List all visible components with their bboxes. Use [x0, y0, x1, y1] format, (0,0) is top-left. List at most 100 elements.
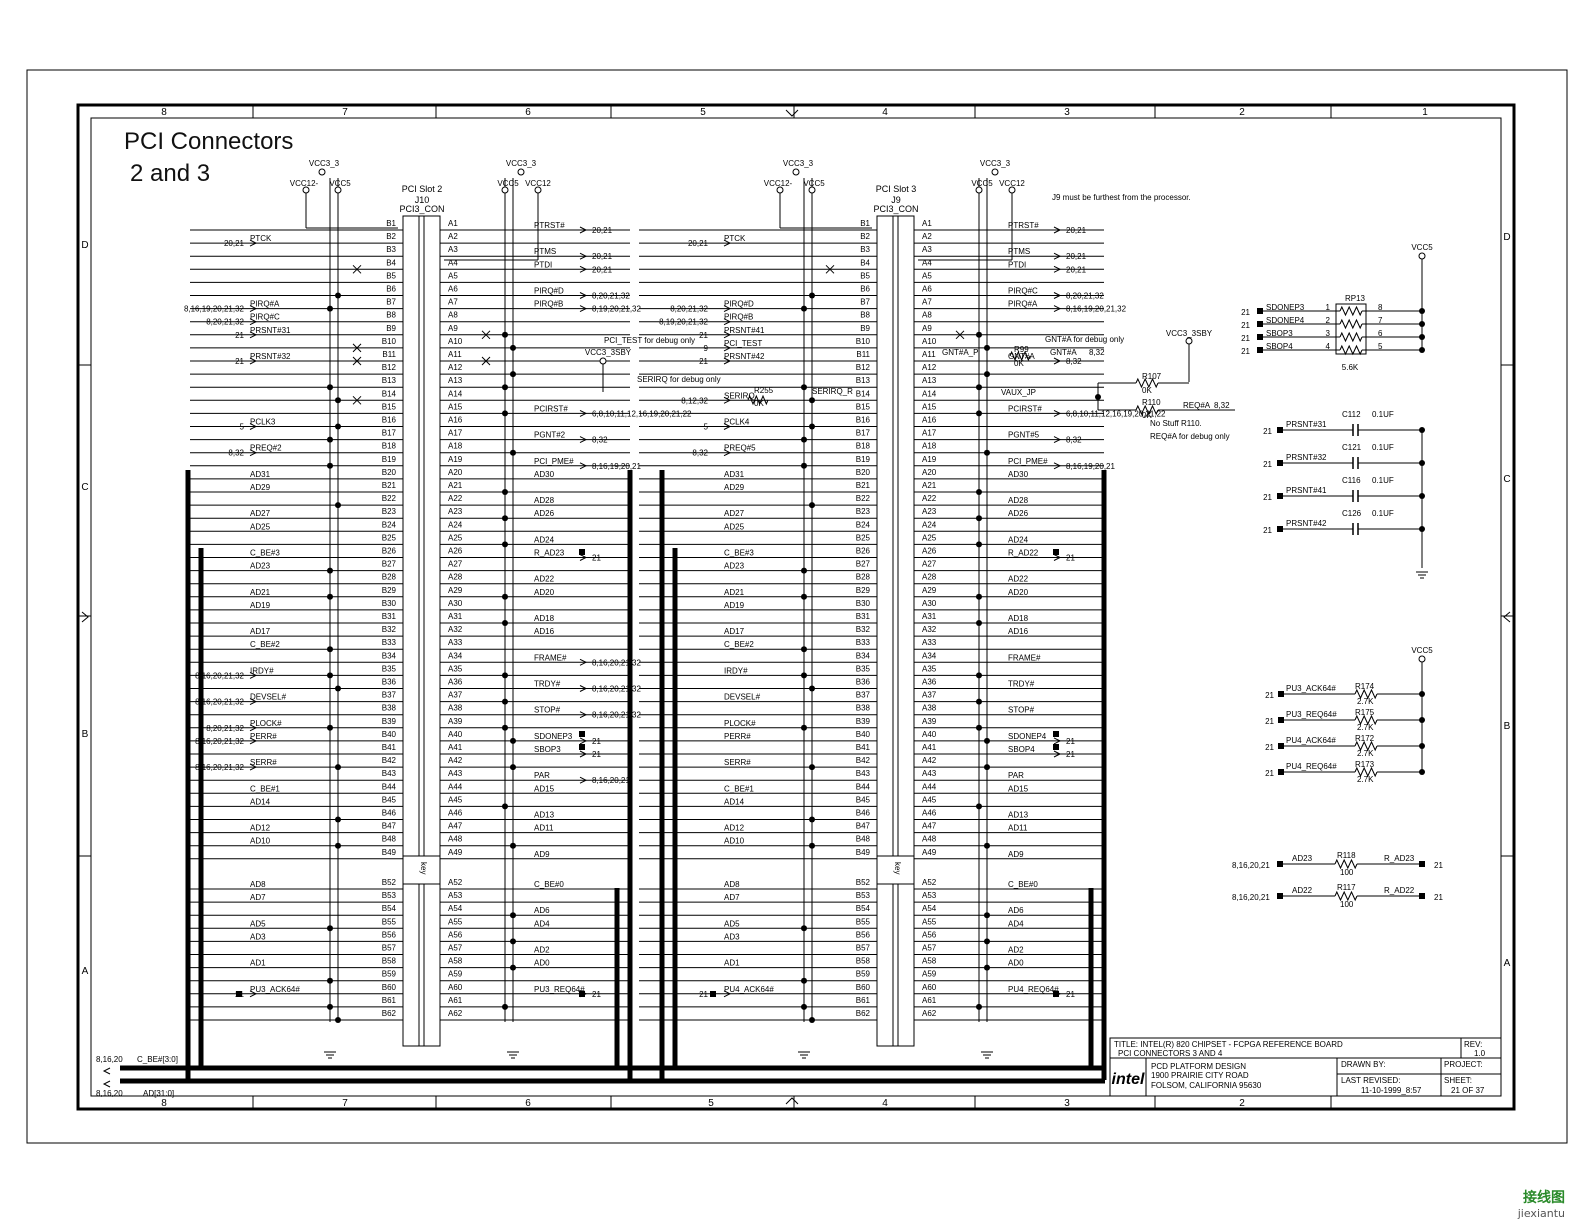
signal-arrow [1053, 292, 1062, 299]
support-circuits: J9 must be furthest from the processor.G… [585, 193, 1444, 909]
junction-dot [510, 344, 516, 351]
signal-arrow [1053, 252, 1062, 260]
junction-dot [327, 1003, 333, 1010]
signal-right: STOP# [1008, 706, 1035, 715]
net-label: PRSNT#31 [1286, 420, 1327, 429]
resistor-zigzag [1135, 404, 1159, 416]
pin-label-a: A21 [448, 481, 463, 490]
pin-label-a: A53 [922, 891, 937, 900]
junction-dot [984, 964, 990, 971]
offpage-port [710, 991, 716, 997]
net-label: R_AD22 [1384, 886, 1415, 895]
resistor-value: 100 [1340, 868, 1354, 877]
signal-arrow [249, 423, 258, 430]
signal-right: PTRST# [1008, 221, 1039, 230]
pin-label-b: B37 [856, 691, 871, 700]
signal-right: AD0 [534, 959, 550, 968]
signal-right-ref: 20,21 [592, 226, 613, 235]
resistor-zigzag [1334, 890, 1358, 902]
junction-dot [335, 423, 341, 430]
junction-dot [984, 938, 990, 945]
net-ref: 21 [1265, 691, 1274, 700]
pin-label-a: A30 [448, 599, 463, 608]
pin-label-a: A17 [922, 429, 937, 438]
signal-left: AD12 [250, 824, 271, 833]
signal-right: AD13 [534, 811, 555, 820]
pin-label-b: B24 [382, 520, 397, 529]
pin-label-a: A16 [448, 416, 463, 425]
power-label: VCC12- [290, 179, 319, 188]
power-port [1185, 337, 1193, 345]
pin-label-b: B61 [856, 996, 871, 1005]
signal-right: SBOP4 [1008, 745, 1035, 754]
pin-label-b: B3 [386, 245, 396, 254]
signal-right: SBOP3 [534, 745, 561, 754]
junction-dot [327, 567, 333, 574]
pin-label-a: A10 [922, 337, 937, 346]
signal-arrow [249, 737, 258, 745]
pin-label-b: B13 [382, 376, 397, 385]
pin-label-a: A48 [922, 835, 937, 844]
center-arrow [785, 1097, 799, 1105]
pin-label-a: A7 [448, 298, 458, 307]
junction-dot [510, 964, 516, 971]
pin-label-a: A55 [448, 917, 463, 926]
pin-label-a: A23 [922, 507, 937, 516]
pin-label-a: A61 [922, 996, 937, 1005]
net-label: SDONEP3 [1266, 303, 1305, 312]
signal-left: AD31 [250, 470, 271, 479]
junction-dot [809, 842, 815, 849]
slot-part: PCI3_CON [873, 204, 918, 214]
pin-label-a: A47 [922, 822, 937, 831]
power-label: VCC12- [764, 179, 793, 188]
offpage-port [1277, 427, 1283, 433]
pin-label-b: B12 [856, 363, 871, 372]
pin-label-a: A7 [922, 298, 932, 307]
no-connect-mark [481, 356, 491, 366]
junction-dot [335, 685, 341, 692]
pin-label-b: B31 [382, 612, 397, 621]
slot-name: PCI Slot 3 [876, 184, 917, 194]
pin-label-b: B60 [856, 983, 871, 992]
watermark-cn: 接线图 [1523, 1190, 1565, 1206]
offpage-port [1277, 460, 1283, 466]
signal-left: AD8 [250, 880, 266, 889]
resistor-ref: R173 [1355, 760, 1375, 769]
pin-label-b: B11 [856, 350, 870, 359]
power-label: VCC5 [1411, 243, 1433, 252]
pin-label-b: B42 [382, 756, 397, 765]
signal-left: PTCK [250, 234, 272, 243]
signal-left: AD21 [250, 588, 271, 597]
pin-label-b: B38 [382, 704, 397, 713]
junction-dot [502, 620, 508, 626]
signal-left: C_BE#2 [724, 640, 754, 649]
junction-dot [801, 925, 807, 932]
junction-dot [976, 384, 982, 391]
junction-dot [327, 305, 333, 312]
pin-label-a: A39 [448, 717, 463, 726]
junction-dot [327, 593, 333, 600]
power-label: VCC3_3 [309, 159, 340, 168]
pin-label-b: B36 [856, 678, 871, 687]
pin-label-a: A60 [448, 983, 463, 992]
signal-left: AD3 [250, 932, 266, 941]
offpage-port [1257, 347, 1263, 353]
pin-label-b: B55 [382, 917, 397, 926]
sheet-value: 21 OF 37 [1451, 1086, 1485, 1095]
junction-dot [335, 816, 341, 823]
signal-right: AD2 [534, 946, 550, 955]
rpack-ref: RP13 [1345, 294, 1366, 303]
pin-label-a: A16 [922, 416, 937, 425]
signal-right: AD20 [534, 588, 555, 597]
junction-dot [809, 397, 815, 404]
signal-right: AD15 [1008, 784, 1029, 793]
pin-label-a: A19 [448, 455, 463, 464]
signal-arrow [579, 685, 588, 692]
pin-label-a: A20 [448, 468, 463, 477]
net-ref: 21 [1265, 717, 1274, 726]
signal-left: PIRQ#B [724, 313, 753, 322]
pin-label-b: B62 [856, 1009, 871, 1018]
signal-arrow [723, 449, 732, 457]
column-marker: 6 [525, 1098, 531, 1109]
net-ref: 21 [1241, 347, 1250, 356]
